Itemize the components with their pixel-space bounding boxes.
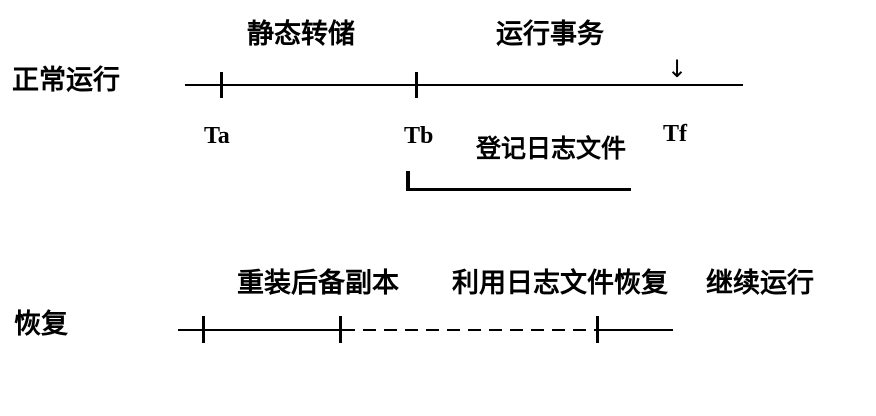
- running-transactions-label: 运行事务: [496, 19, 604, 49]
- recovery-row-label: 恢复: [14, 309, 68, 339]
- down-arrow-icon: ↓: [667, 55, 688, 83]
- tick-tb: [415, 72, 418, 98]
- reload-backup-label: 重装后备副本: [237, 268, 399, 298]
- recovery-tick-end: [596, 316, 599, 343]
- log-recover-label: 利用日志文件恢复: [452, 268, 668, 298]
- tf-label: Tf: [663, 121, 687, 147]
- normal-run-timeline: [185, 84, 743, 86]
- normal-run-row-label: 正常运行: [12, 65, 120, 95]
- recovery-tick-middle: [339, 316, 342, 343]
- ta-label: Ta: [204, 123, 230, 149]
- tb-label: Tb: [404, 123, 434, 149]
- recovery-timeline-solid-1: [178, 329, 342, 331]
- recovery-timeline-solid-2: [597, 329, 673, 331]
- continue-run-label: 继续运行: [706, 268, 814, 298]
- log-file-label: 登记日志文件: [476, 136, 627, 163]
- recovery-timeline-dashed: [342, 329, 597, 331]
- log-file-bracket: [406, 171, 631, 191]
- recovery-tick-start: [202, 316, 205, 343]
- tick-ta: [220, 72, 223, 98]
- static-dump-label: 静态转储: [247, 19, 355, 49]
